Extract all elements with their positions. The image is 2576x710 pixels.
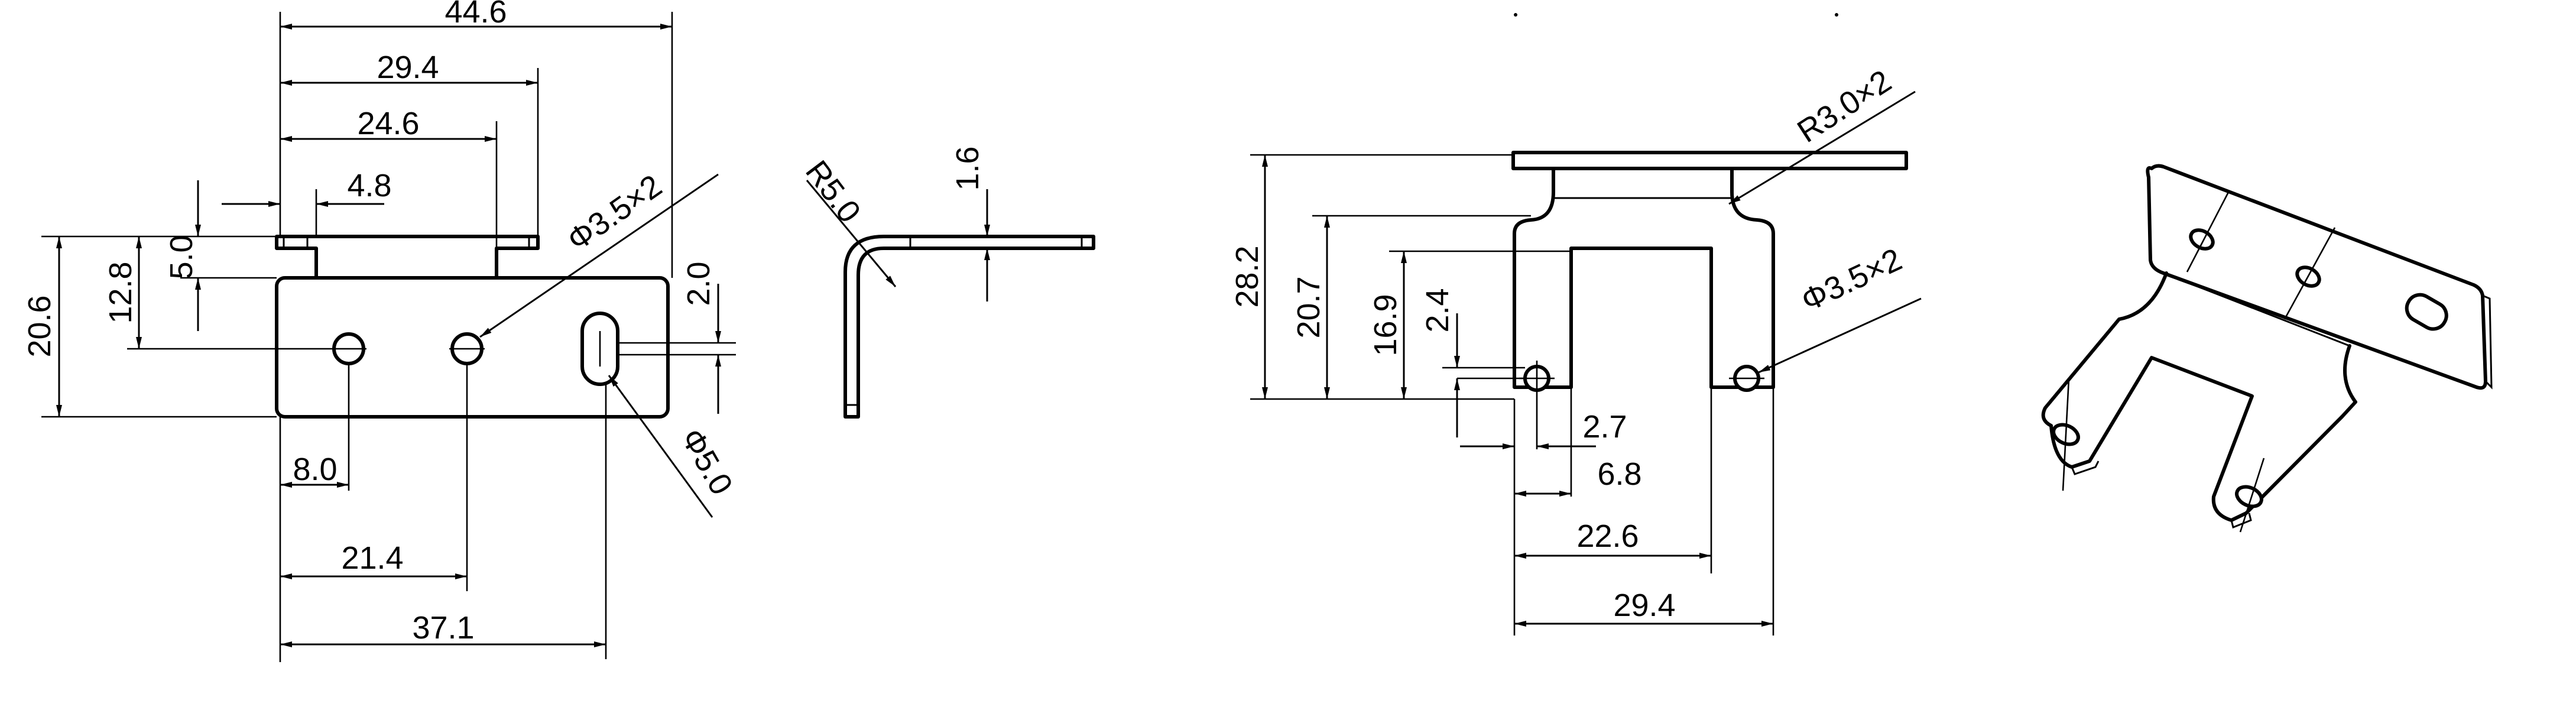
mark-dot-2	[1835, 13, 1838, 17]
dim-bottom-overall-height: 28.2	[1229, 245, 1265, 307]
dim-leg-width: 6.8	[1597, 456, 1641, 492]
side-view: 1.6 R5.0	[799, 146, 1095, 419]
mark-dot-1	[1514, 13, 1517, 17]
dim-leg-height: 20.7	[1291, 276, 1326, 338]
front-tab-outline	[275, 235, 540, 280]
dim-hole-x2: 21.4	[341, 540, 403, 576]
dim-hole-pitch-small: 2.0	[681, 261, 716, 306]
dim-hole-x1: 8.0	[293, 452, 337, 487]
front-plate-outline	[275, 276, 670, 419]
side-bracket-outline	[843, 235, 1095, 419]
bottom-view: 28.2 20.7 16.9 2.4 2.7 6.8 22.6 29.4 R3.…	[1229, 63, 1922, 636]
dim-slot-x: 37.1	[412, 610, 474, 646]
dim-bottom-holes: Φ3.5×2	[1796, 242, 1907, 319]
iso-leg-hole-2	[2235, 485, 2263, 508]
iso-slot	[2405, 293, 2448, 331]
bottom-top-plate	[1511, 151, 1908, 170]
iso-view	[2041, 164, 2493, 533]
dim-bottom-overall-width: 29.4	[1613, 588, 1675, 623]
dim-slot-depth: 16.9	[1368, 294, 1403, 356]
dim-corner-radius: R3.0×2	[1791, 63, 1897, 150]
dim-body-to-hole: 12.8	[103, 261, 138, 323]
dim-overall-width: 44.6	[445, 0, 507, 30]
iso-hole-1	[2189, 228, 2215, 251]
dim-thickness: 1.6	[950, 146, 985, 190]
dim-tab-height: 5.0	[164, 235, 199, 279]
front-view: 44.6 29.4 24.6 4.8 5.0 12.8 20.6 2.0 8.0…	[22, 0, 739, 662]
dim-overall-height: 20.6	[22, 295, 57, 357]
front-slot	[580, 312, 619, 386]
iso-bend	[2041, 271, 2168, 427]
iso-top-plate	[2146, 164, 2487, 390]
dim-hole-offset-x: 2.7	[1582, 409, 1627, 445]
bottom-legs-outline	[1513, 167, 1775, 389]
dim-slot: Φ5.0	[674, 423, 739, 501]
dim-bend-radius: R5.0	[799, 154, 868, 229]
iso-legs	[2049, 356, 2344, 522]
dim-tab-right: 29.4	[377, 50, 439, 85]
dim-slot-right: 22.6	[1576, 518, 1639, 554]
dim-tab-left-edge: 24.6	[357, 106, 419, 141]
dim-hole-offset-y: 2.4	[1420, 288, 1455, 332]
dim-tab-offset: 4.8	[347, 168, 391, 203]
